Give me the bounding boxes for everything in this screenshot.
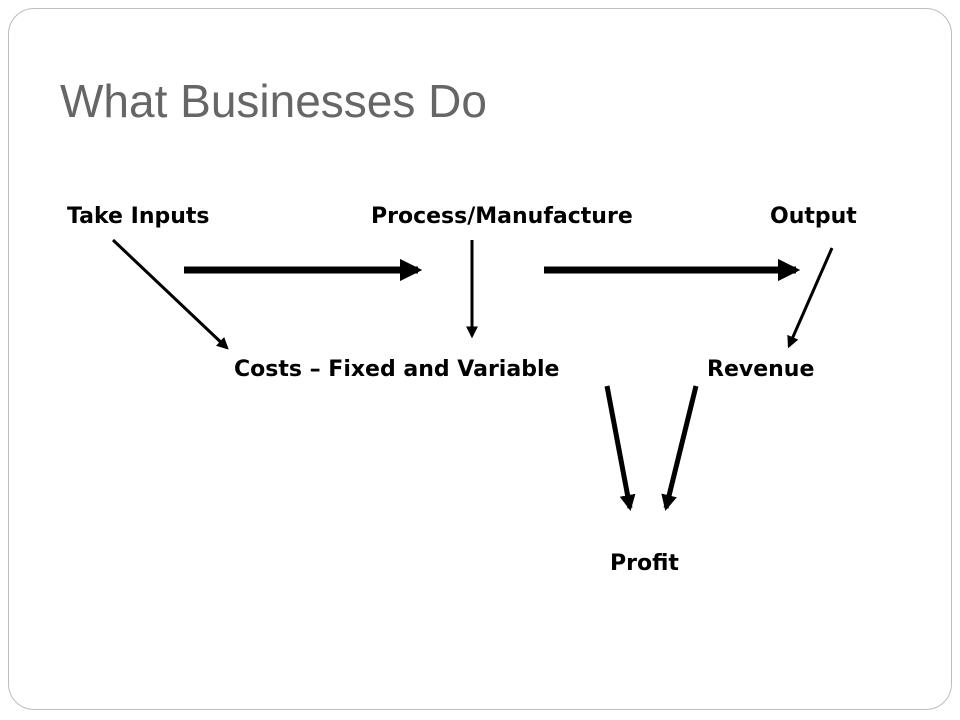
node-profit: Profit: [610, 551, 679, 576]
arrow-inputs-to-costs: [111, 238, 229, 350]
node-costs: Costs – Fixed and Variable: [234, 357, 560, 382]
node-revenue: Revenue: [707, 357, 815, 382]
arrow-costs-to-profit: [604, 385, 636, 511]
node-output: Output: [770, 204, 857, 229]
arrow-output-to-revenue: [787, 247, 834, 349]
arrow-revenue-to-profit: [661, 385, 699, 511]
node-take-inputs: Take Inputs: [67, 204, 210, 229]
node-process-manufacture: Process/Manufacture: [371, 204, 633, 229]
slide-frame: [8, 8, 952, 710]
slide-title: What Businesses Do: [60, 75, 487, 127]
